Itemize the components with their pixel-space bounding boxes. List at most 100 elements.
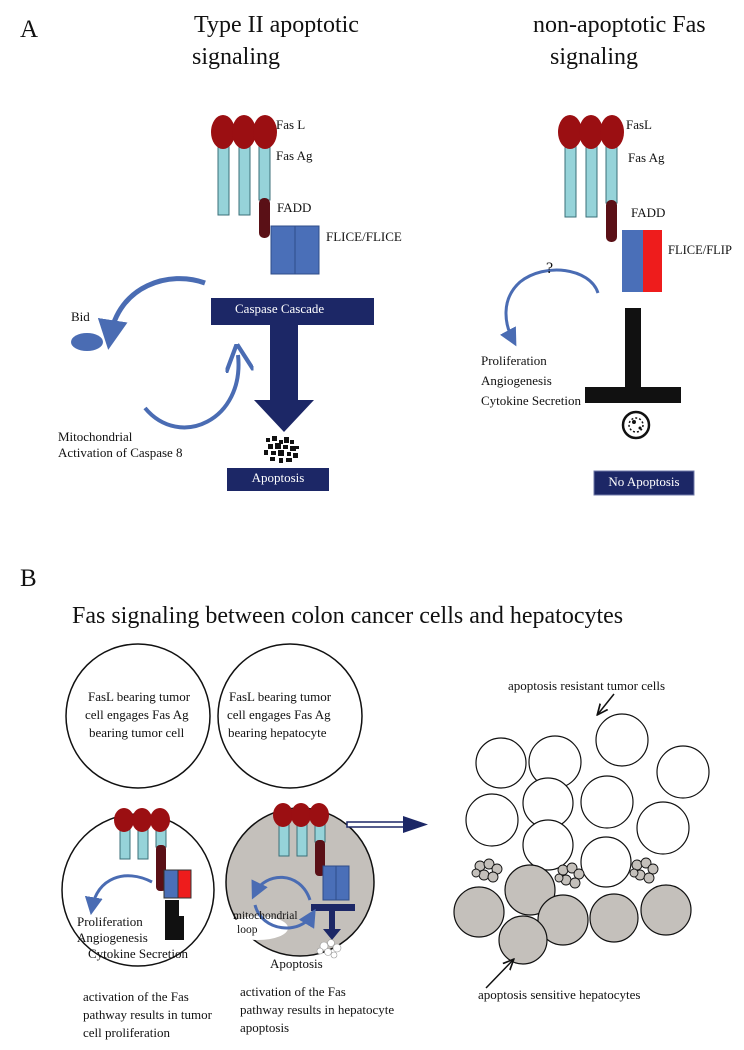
tumor-cell-top [65, 643, 211, 789]
tumor-cell [580, 775, 634, 829]
bid-protein [71, 333, 103, 351]
fas-ligand [291, 803, 311, 827]
cell1-receptor-complex [114, 808, 192, 940]
tumor-cell [595, 713, 649, 767]
fas-ligand [579, 115, 603, 149]
proliferation-arrow [84, 874, 153, 916]
tumor-cell [475, 737, 527, 789]
left-title-line1: Type II apoptotic [194, 12, 359, 38]
fadd-adaptor [606, 200, 617, 242]
hepatocyte [589, 893, 639, 943]
mito-loop-line2: loop [237, 924, 258, 936]
hepatocyte [453, 886, 505, 938]
fas-ligand [273, 803, 293, 827]
fas-ligand [114, 808, 134, 832]
fas-ligand [232, 115, 256, 149]
apoptosis-box [227, 468, 329, 491]
right-title-line1: non-apoptotic Fas [533, 12, 706, 38]
caspase-arrow-head [254, 400, 314, 432]
left-fas-ag-label: Fas Ag [276, 148, 313, 163]
cell2-line1: FasL bearing tumor [229, 689, 332, 704]
prolif-line1: Proliferation [77, 914, 143, 929]
right-out-line1: Proliferation [481, 353, 547, 368]
fas-ligand [150, 808, 170, 832]
flice-block [622, 230, 643, 292]
left-receptor-complex [211, 115, 320, 275]
caption2-line1: activation of the Fas [240, 984, 346, 999]
prolif-line2: Angiogenesis [77, 930, 148, 945]
right-receptor-complex [558, 115, 662, 292]
tumor-cell [636, 801, 690, 855]
left-fadd-label: FADD [277, 200, 312, 215]
inhibition-bar [625, 308, 641, 393]
hepatocyte [504, 864, 556, 916]
flice-block [322, 865, 337, 901]
right-fadd-label: FADD [631, 205, 666, 220]
fas-ligand [253, 115, 277, 149]
fadd-adaptor [259, 198, 270, 238]
flice-block [270, 225, 296, 275]
caspase-cascade-bar [211, 298, 374, 325]
mitochondrial-loop-blob [228, 916, 288, 940]
tumor-cell-cluster [465, 713, 710, 888]
prolif-line3: Cytokine Secretion [88, 946, 189, 961]
mitochondrial-feedback-arrow [143, 355, 239, 430]
caspase-arrow-shaft [270, 325, 298, 407]
cell2-receptor-complex [273, 803, 355, 940]
fas-ligand [211, 115, 235, 149]
hepatocyte [537, 894, 589, 946]
caspase-arrow-head-small [323, 929, 341, 940]
panel-a-label: A [20, 16, 39, 43]
cell2-line3: bearing hepatocyte [228, 725, 327, 740]
sensitive-label: apoptosis sensitive hepatocytes [478, 987, 641, 1002]
fas-ligand [132, 808, 152, 832]
tumor-cell-top-2 [217, 643, 363, 789]
hepatocyte-cluster [453, 864, 692, 965]
apoptotic-bodies-icon [316, 939, 342, 959]
caption2-line2: pathway results in hepatocyte [240, 1002, 395, 1017]
left-fas-l-label: Fas L [276, 117, 306, 132]
question-mark: ? [546, 260, 554, 277]
right-out-line3: Cytokine Secretion [481, 393, 582, 408]
hepatocyte [498, 915, 548, 965]
bid-cleavage-arrow [97, 276, 206, 350]
panel-b-title: Fas signaling between colon cancer cells… [72, 603, 624, 629]
inhibition-t-cap [585, 387, 681, 403]
transition-arrow [346, 816, 428, 833]
cell1-line3: bearing tumor cell [89, 725, 185, 740]
right-fas-l-label: FasL [626, 117, 652, 132]
caspase-cascade-label: Caspase Cascade [235, 301, 325, 316]
right-out-line2: Angiogenesis [481, 373, 552, 388]
flip-label: FLICE/FLIP [668, 243, 732, 257]
caption2-line3: apoptosis [240, 1020, 290, 1035]
tumor-cell [580, 836, 632, 888]
caspase-bar-small [311, 904, 355, 911]
apoptotic-body-clump [471, 858, 503, 883]
flice-block [294, 225, 320, 275]
inhibition-block [165, 900, 184, 940]
hepatocyte [640, 884, 692, 936]
tumor-cell [656, 745, 710, 799]
resistant-label: apoptosis resistant tumor cells [508, 678, 666, 693]
apoptotic-body-clump [629, 857, 659, 884]
cell1-line1: FasL bearing tumor [88, 689, 191, 704]
cell2-line2: cell engages Fas Ag [227, 707, 331, 722]
right-title-line2: signaling [550, 44, 638, 70]
resistant-pointer-arrow [598, 693, 615, 714]
sensitive-pointer-arrow [485, 960, 513, 989]
flip-block [643, 230, 662, 292]
apoptotic-body-clump [554, 862, 585, 889]
tumor-cell [522, 819, 574, 871]
mito-loop-arrow-bottom [253, 904, 316, 930]
left-title-line2: signaling [192, 44, 280, 70]
panel-b-label: B [20, 565, 37, 592]
caption1-line2: pathway results in tumor [83, 1007, 212, 1022]
mito-line1: Mitochondrial [58, 429, 133, 444]
apoptosis-label: Apoptosis [251, 470, 305, 485]
caption1-line1: activation of the Fas [83, 989, 189, 1004]
flice-block [335, 865, 350, 901]
hepatocyte-apoptosis-label: Apoptosis [270, 956, 323, 971]
fas-ligand [309, 803, 329, 827]
apoptotic-cell-icon [264, 436, 299, 463]
caption1-line3: cell proliferation [83, 1025, 170, 1040]
